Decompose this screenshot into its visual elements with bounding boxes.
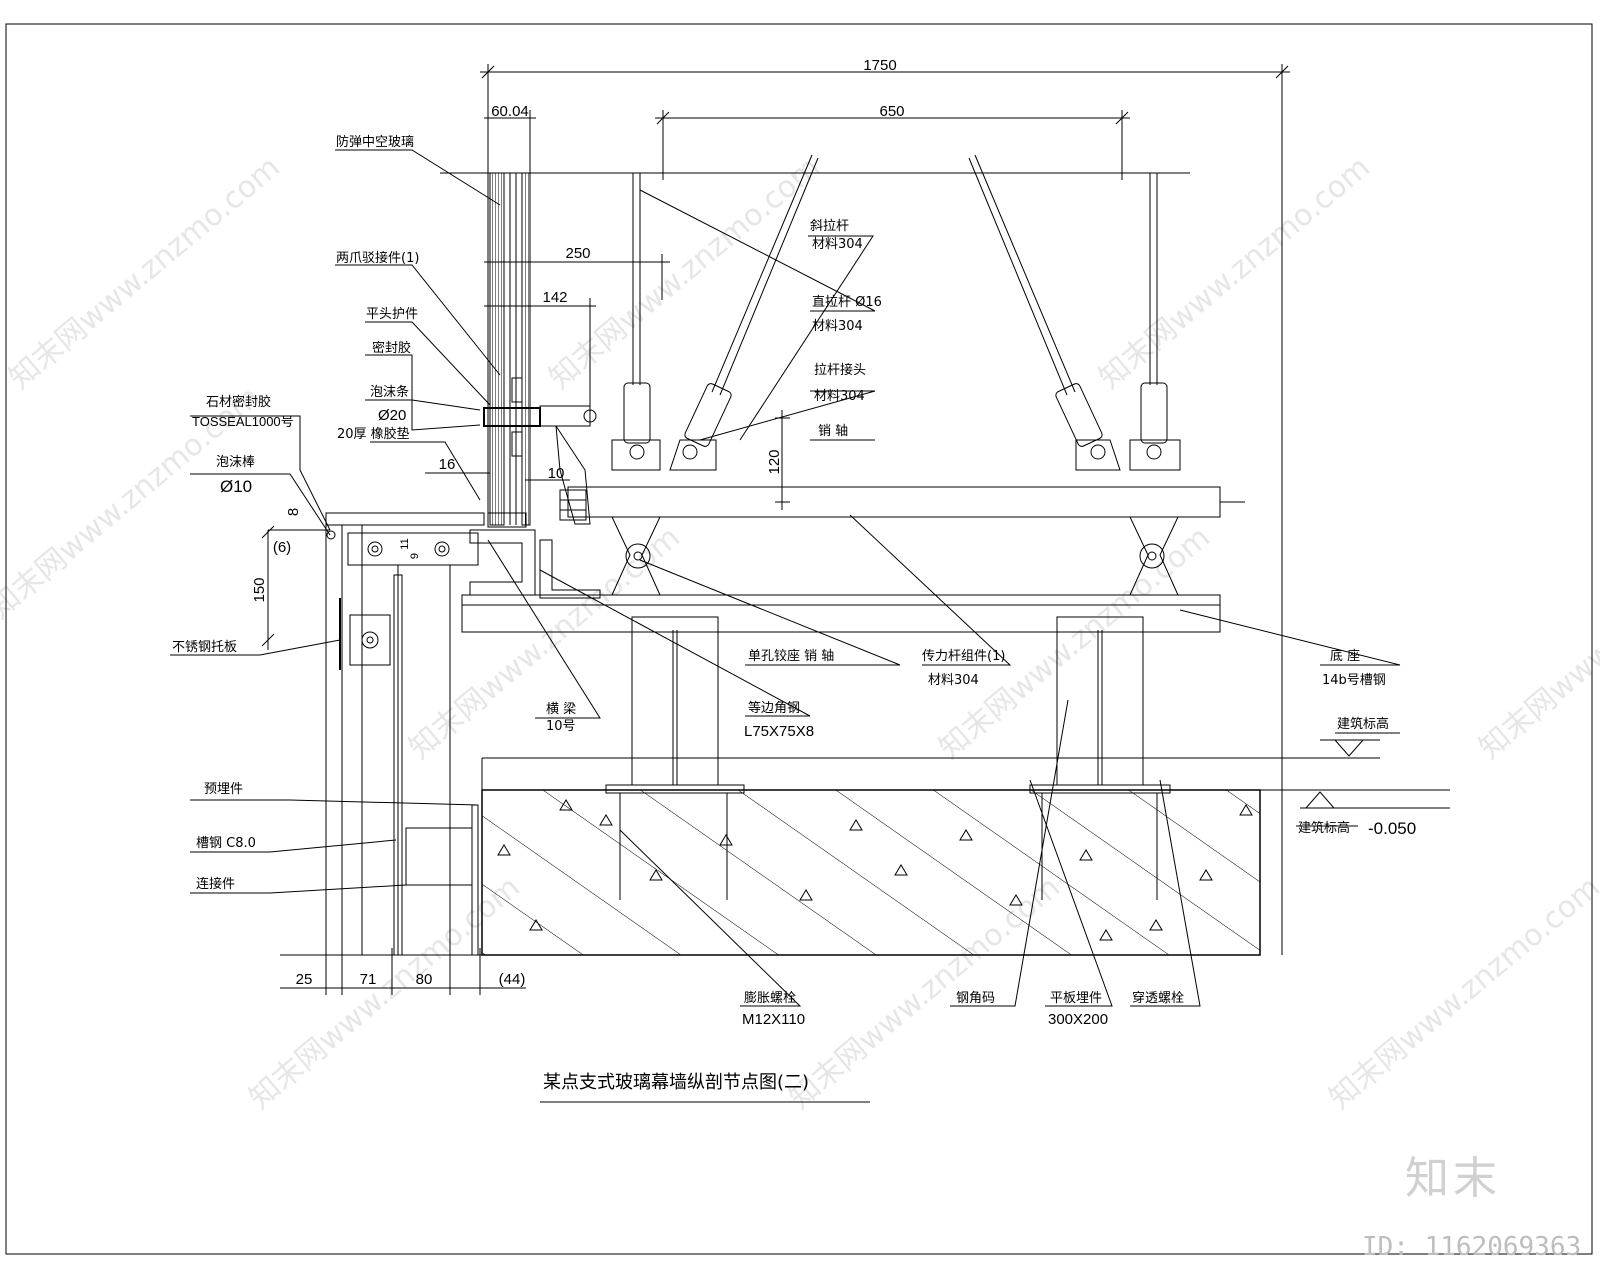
label-pin: 销 轴 [818,424,848,439]
label-level-top: 建筑标高 [1337,716,1389,732]
label-straight-rod-mat: 材料304 [812,319,863,334]
dim-glass: 60.04 [491,103,529,120]
claw-fitting [483,377,597,525]
dim-11: 11 [399,538,411,549]
beam-and-angle [469,512,601,599]
label-ss-plate: 不锈钢托板 [172,640,237,655]
label-level-value: -0.050 [1368,819,1416,838]
dim-span: 650 [879,103,904,120]
wall-structure [325,512,485,956]
dim-9: 9 [409,553,421,559]
label-stone-sealant-spec: TOSSEAL1000号 [192,414,294,429]
svg-text:120: 120 [766,449,783,474]
svg-text:80: 80 [416,971,433,988]
watermark: 知末网www.znzmo.com [1473,520,1600,766]
label-flat-embed-size: 300X200 [1048,1011,1108,1028]
leader-lines [170,149,1401,1007]
svg-text:71: 71 [360,971,377,988]
label-anchor-bolt: 膨胀螺栓 [744,991,796,1006]
watermark: 知末网www.znzmo.com [3,150,287,396]
label-anchor-bolt-size: M12X110 [742,1011,805,1028]
watermark: 知末网www.znzmo.com [403,520,687,766]
label-straight-rod: 直拉杆 Ø16 [812,295,882,310]
label-claw: 两爪驳接件(1) [336,250,419,266]
label-flat-embed: 平板埋件 [1050,991,1102,1006]
label-base-size: 14b号槽钢 [1322,673,1386,688]
dim-overall: 1750 [863,57,896,74]
transfer-bar [567,486,1245,596]
watermark: 知末网www.znzmo.com [933,520,1217,766]
label-truss-assembly: 传力杆组件(1) [922,649,1005,664]
label-rod-joint: 拉杆接头 [814,362,866,378]
watermark: 知末网www.znzmo.com [1323,870,1600,1116]
callout-labels: 防弹中空玻璃 两爪驳接件(1) 平头护件 密封胶 泡沫条 Ø20 20厚 橡胶垫… [172,134,1416,1028]
label-angle: 等边角钢 [748,700,800,716]
label-sealant: 密封胶 [372,340,411,356]
label-beam: 横 梁 [546,702,576,717]
svg-text:150: 150 [251,577,268,602]
label-glass: 防弹中空玻璃 [336,134,414,150]
bottom-dimension-line: 25 71 80 (44) [280,948,526,995]
dim-8: 8 [285,508,302,516]
label-rubber-pad: 20厚 橡胶垫 [337,426,410,442]
level-marker-bottom [1300,791,1450,809]
label-diag-rod: 斜拉杆 [810,219,849,234]
label-single-hinge: 单孔铰座 销 轴 [748,649,834,664]
concrete-slab [481,757,1450,956]
label-through-bolt: 穿透螺栓 [1132,990,1184,1006]
label-base: 底 座 [1330,648,1360,664]
label-channel: 槽钢 C8.0 [196,836,256,851]
label-embed: 预埋件 [204,782,243,797]
svg-text:142: 142 [542,289,567,306]
watermark: 知末网www.znzmo.com [543,150,827,396]
label-beam-size: 10号 [546,719,576,734]
dimension-120: 120 [766,410,790,510]
label-angle-size: L75X75X8 [744,723,814,740]
rod-system [632,154,1158,396]
label-rod-joint-mat: 材料304 [814,389,865,404]
dimension-16: 16 [425,456,490,474]
dimension-150: 150 [251,525,330,650]
label-foam-rod-size: Ø10 [220,477,252,496]
svg-text:25: 25 [296,971,313,988]
dimension-250: 250 [484,245,670,300]
dimension-span: 650 [655,103,1130,180]
base-channel [461,594,1221,633]
label-level-bottom: 建筑标高 [1298,820,1350,836]
label-foam-rod: 泡沫棒 [216,455,255,470]
image-id-label: ID: 1162069363 [1362,1232,1582,1262]
label-connector: 连接件 [196,876,235,892]
watermark-layer: 知末网www.znzmo.com 知末网www.znzmo.com 知末网www… [0,150,1600,1116]
dimension-10: 10 [525,465,570,482]
svg-text:16: 16 [439,456,456,473]
svg-text:10: 10 [548,465,565,482]
drawing-frame [5,23,1593,1255]
watermark: 知末网www.znzmo.com [1093,150,1377,396]
dimension-overall: 1750 [480,57,1290,955]
svg-text:(44): (44) [499,971,526,988]
dimension-glass: 60.04 [484,103,536,175]
label-stone-sealant: 石材密封胶 [206,394,271,410]
label-foam-strip: 泡沫条 [370,384,409,400]
steel-posts [605,616,1171,794]
label-diag-rod-mat: 材料304 [812,237,863,252]
level-marker-top [1320,739,1380,757]
label-steel-angle: 钢角码 [956,991,995,1006]
insulated-glass-pane [489,172,531,526]
label-flat-head: 平头护件 [366,307,418,322]
rod-joints [611,382,1181,471]
brand-logo: 知末 [1405,1153,1501,1204]
svg-text:250: 250 [565,245,590,262]
label-truss-mat: 材料304 [928,673,979,688]
label-foam-strip-size: Ø20 [378,407,406,424]
dim-6: (6) [273,539,291,556]
drawing-title: 某点支式玻璃幕墙纵剖节点图(二) [543,1072,809,1093]
